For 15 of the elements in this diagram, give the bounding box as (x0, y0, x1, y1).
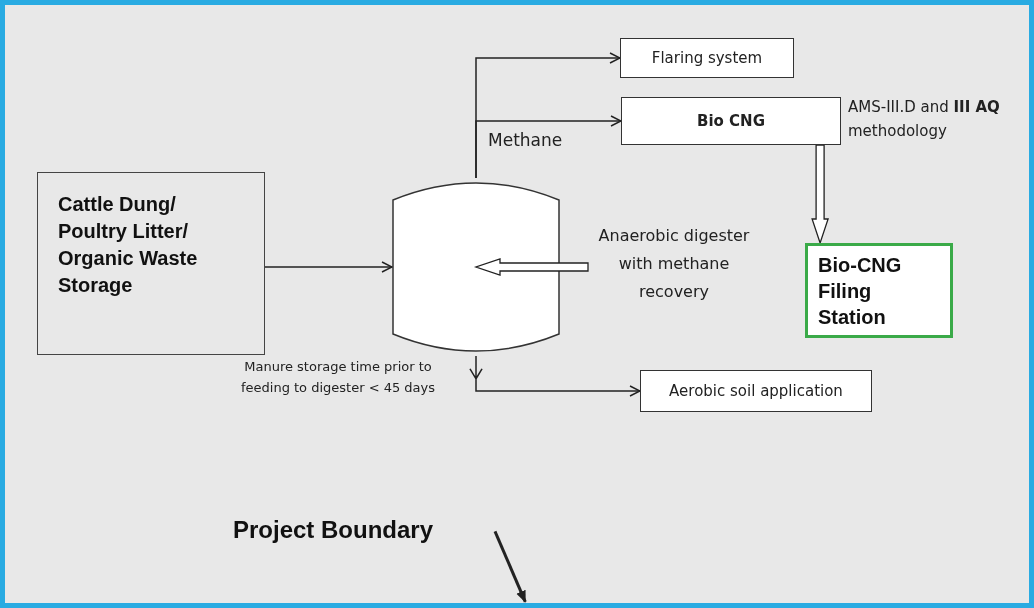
arrow (475, 115, 622, 179)
process-box: Aerobic soil application (640, 370, 872, 412)
arrow (264, 261, 393, 273)
methodology-note: AMS-III.D and III AQ methodology (848, 97, 1001, 142)
process-box: Flaring system (620, 38, 794, 78)
block-arrow (811, 144, 829, 246)
storage-time-note: Manure storage time prior to feeding to digester < 45 days (240, 358, 436, 397)
process-box: Bio CNG (621, 97, 841, 145)
boundary-label: Project Boundary (233, 516, 495, 550)
digester-label: Anaerobic digester with methane recovery (588, 222, 760, 314)
leader-line (493, 530, 527, 603)
arrow (469, 355, 641, 397)
storage-box: Cattle Dung/ Poultry Litter/ Organic Waste Storage (37, 172, 265, 355)
station-box: Bio-CNG Filing Station (805, 243, 953, 338)
block-arrow (473, 258, 589, 276)
